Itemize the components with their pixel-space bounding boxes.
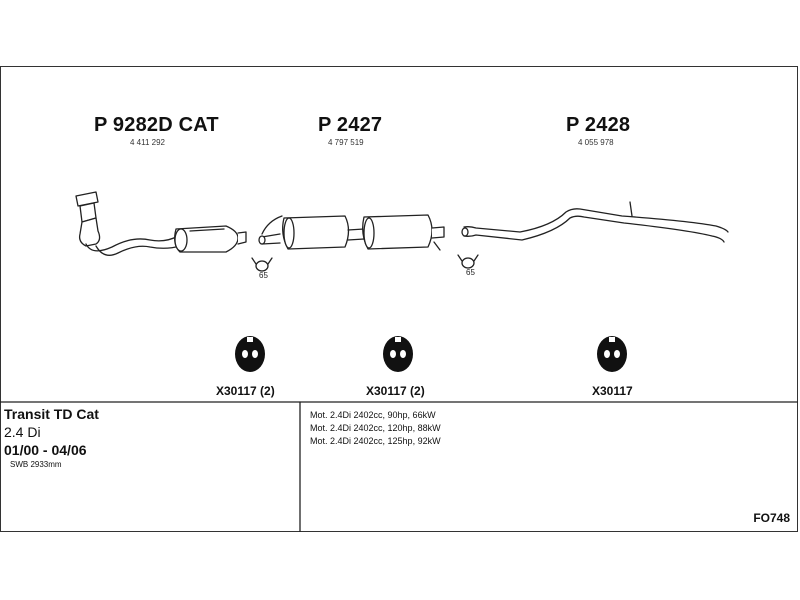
mount-label-1: X30117 (2) [216, 384, 275, 398]
part-number-rear: 4 055 978 [578, 138, 614, 147]
engine-item: Mot. 2.4Di 2402cc, 90hp, 66kW [310, 410, 436, 420]
engine-size: 2.4 Di [4, 424, 41, 440]
engine-list: Mot. 2.4Di 2402cc, 90hp, 66kW Mot. 2.4Di… [310, 409, 441, 448]
catalog-code: FO748 [753, 511, 790, 525]
part-code-middle: P 2427 [318, 114, 383, 136]
clamp-1-drawing [251, 257, 273, 272]
catalytic-converter-drawing [75, 191, 247, 256]
mount-label-2: X30117 (2) [366, 384, 425, 398]
middle-silencer-drawing [258, 214, 445, 251]
rubber-mounts-drawing [235, 336, 627, 372]
wheelbase: SWB 2933mm [10, 460, 62, 469]
vehicle-info: Transit TD Cat 2.4 Di 01/00 - 04/06 SWB … [4, 406, 99, 470]
mount-1-drawing [235, 336, 265, 372]
mount-label-3: X30117 [592, 384, 633, 398]
vehicle-name: Transit TD Cat [4, 406, 99, 422]
part-number-catalytic: 4 411 292 [130, 138, 165, 147]
engine-item: Mot. 2.4Di 2402cc, 125hp, 92kW [310, 436, 441, 446]
part-code-rear: P 2428 [566, 114, 631, 136]
diagram-sheet [0, 66, 798, 532]
exhaust-system-drawing [0, 191, 798, 532]
clamp-2-drawing [457, 254, 479, 269]
clamp-size-2: 65 [466, 268, 475, 277]
part-number-middle: 4 797 519 [328, 138, 364, 147]
engine-item: Mot. 2.4Di 2402cc, 120hp, 88kW [310, 423, 441, 433]
mount-2-drawing [383, 336, 413, 372]
mount-3-drawing [597, 336, 627, 372]
year-range: 01/00 - 04/06 [4, 442, 87, 458]
clamp-size-1: 65 [259, 271, 268, 280]
tailpipe-drawing [461, 201, 729, 243]
part-code-catalytic: P 9282D CAT [94, 114, 219, 136]
